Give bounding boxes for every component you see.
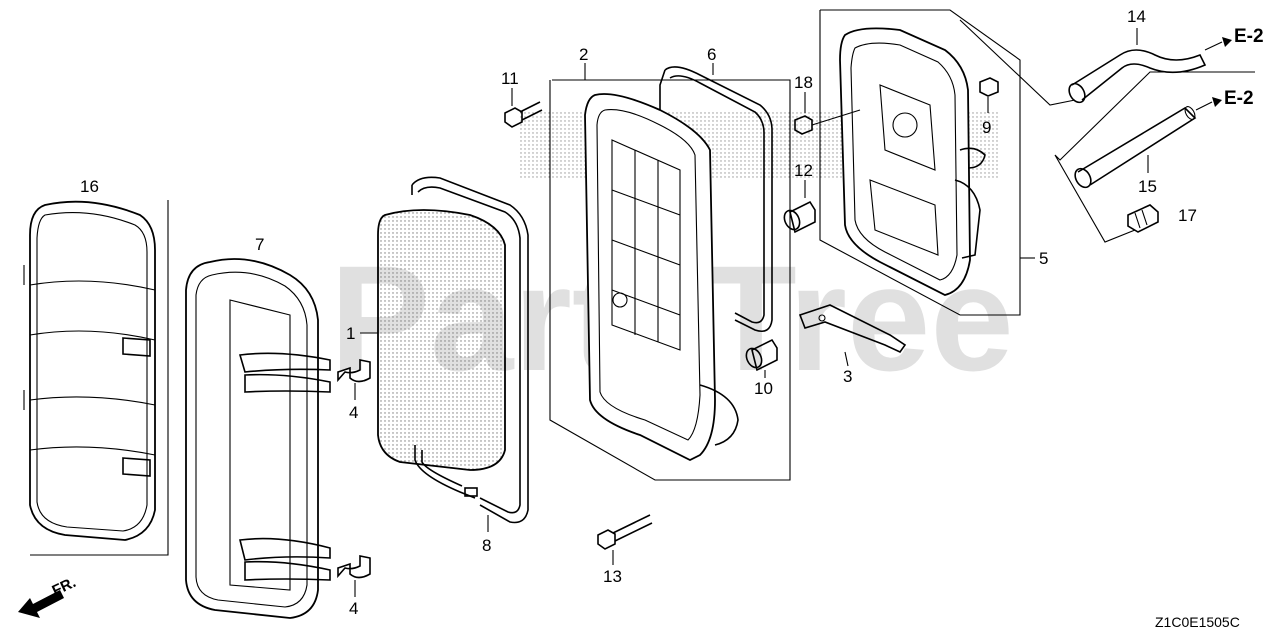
- callout-18[interactable]: 18: [794, 73, 813, 92]
- callout-15[interactable]: 15: [1138, 177, 1157, 196]
- part-15-hose: [1074, 106, 1197, 189]
- callout-11[interactable]: 11: [501, 69, 519, 88]
- callout-14[interactable]: 14: [1127, 7, 1146, 26]
- bracket-5: [819, 9, 1021, 316]
- part-13-bolt: [597, 514, 653, 550]
- callout-5[interactable]: 5: [1039, 249, 1048, 268]
- diagram-code: Z1C0E1505C: [1155, 614, 1240, 630]
- part-16-outer-cover: [23, 200, 156, 541]
- e2-arrow-upper: [1204, 37, 1232, 51]
- part-7-cover: [185, 258, 331, 619]
- callout-12[interactable]: 12: [794, 161, 813, 180]
- part-3-stay: [798, 304, 907, 354]
- callout-3[interactable]: 3: [843, 367, 852, 386]
- callout-6[interactable]: 6: [707, 45, 716, 64]
- callout-7[interactable]: 7: [255, 235, 264, 254]
- part-17-fitting: [1127, 204, 1159, 233]
- front-label: FR.: [50, 574, 79, 600]
- part-1-foam-element: [377, 209, 506, 471]
- part-5-case: [839, 27, 986, 296]
- e2-arrow-lower: [1195, 97, 1222, 111]
- part-2-frame: [584, 93, 739, 462]
- callout-10[interactable]: 10: [754, 379, 773, 398]
- front-arrow: [18, 590, 64, 618]
- callout-2[interactable]: 2: [579, 45, 588, 64]
- leader-15-17: [1054, 71, 1255, 243]
- callout-9[interactable]: 9: [982, 118, 991, 137]
- part-4-clip-lower: [337, 555, 371, 579]
- callout-13[interactable]: 13: [603, 567, 622, 586]
- part-8-gasket: [411, 176, 529, 524]
- callout-8[interactable]: 8: [482, 536, 491, 555]
- part-6-gasket: [659, 66, 773, 333]
- bracket-2: [549, 79, 791, 481]
- part-12-collar: [783, 200, 816, 234]
- callout-4-upper[interactable]: 4: [349, 403, 358, 422]
- part-18-nut: [794, 115, 813, 135]
- bracket-16: [30, 200, 169, 556]
- part-9-grommet: [979, 77, 999, 97]
- part-4-clip-upper: [337, 359, 371, 383]
- part-14-hose: [1068, 49, 1207, 104]
- e2-reference-upper[interactable]: E-2: [1234, 26, 1264, 47]
- e2-reference-lower[interactable]: E-2: [1224, 88, 1254, 109]
- callout-1[interactable]: 1: [346, 324, 355, 343]
- callout-16[interactable]: 16: [80, 177, 99, 196]
- leader-14: [959, 19, 1076, 106]
- callout-17[interactable]: 17: [1178, 206, 1197, 225]
- callout-4-lower[interactable]: 4: [349, 599, 358, 618]
- part-11-bolt: [504, 101, 543, 128]
- part-10-collar: [745, 338, 778, 372]
